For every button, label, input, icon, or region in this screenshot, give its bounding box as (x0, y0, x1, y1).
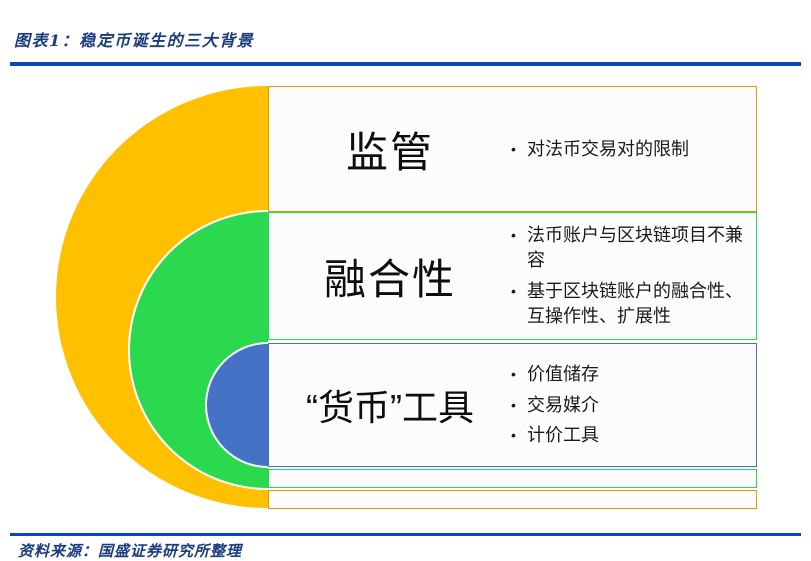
bullet-icon: • (511, 365, 516, 382)
list-item: • 基于区块链账户的融合性、互操作性、扩展性 (511, 279, 744, 329)
bottom-divider-rule (10, 533, 801, 536)
bullet-icon: • (511, 140, 516, 157)
list-item: • 价值储存 (511, 362, 744, 387)
band-currency-tool-heading: “货币”工具 (306, 387, 474, 428)
band-regulation-heading: 监管 (345, 128, 434, 176)
band-currency-tool-bullets: • 价值储存 • 交易媒介 • 计价工具 (511, 344, 756, 466)
bullet-text: 计价工具 (527, 425, 599, 446)
ring-compatibility-tail (268, 469, 757, 488)
band-regulation: 监管 • 对法币交易对的限制 (268, 86, 757, 212)
bullet-icon: • (511, 396, 516, 413)
bullet-text: 对法币交易对的限制 (527, 138, 689, 159)
bullet-text: 基于区块链账户的融合性、互操作性、扩展性 (527, 281, 743, 326)
figure-source: 资料来源：国盛证券研究所整理 (18, 542, 243, 560)
bullet-text: 交易媒介 (527, 394, 599, 415)
band-compatibility-bullets: • 法币账户与区块链项目不兼容 • 基于区块链账户的融合性、互操作性、扩展性 (511, 213, 756, 339)
list-item: • 对法币交易对的限制 (511, 137, 744, 162)
ring-regulation-tail (268, 490, 757, 509)
bullet-icon: • (511, 427, 516, 444)
top-divider-rule (10, 62, 801, 66)
list-item: • 法币账户与区块链项目不兼容 (511, 223, 744, 273)
band-compatibility: 融合性 • 法币账户与区块链项目不兼容 • 基于区块链账户的融合性、互操作性、扩… (268, 212, 757, 340)
bullet-icon: • (511, 283, 516, 299)
bullet-text: 法币账户与区块链项目不兼容 (527, 225, 743, 271)
band-currency-tool: “货币”工具 • 价值储存 • 交易媒介 • 计价工具 (268, 343, 757, 467)
list-item: • 交易媒介 (511, 393, 744, 418)
bullet-text: 价值储存 (527, 363, 599, 384)
figure-title: 图表1：稳定币诞生的三大背景 (14, 31, 255, 50)
list-item: • 计价工具 (511, 423, 744, 448)
band-compatibility-heading: 融合性 (323, 255, 456, 303)
band-regulation-bullets: • 对法币交易对的限制 (511, 87, 756, 211)
bullet-icon: • (511, 227, 516, 244)
